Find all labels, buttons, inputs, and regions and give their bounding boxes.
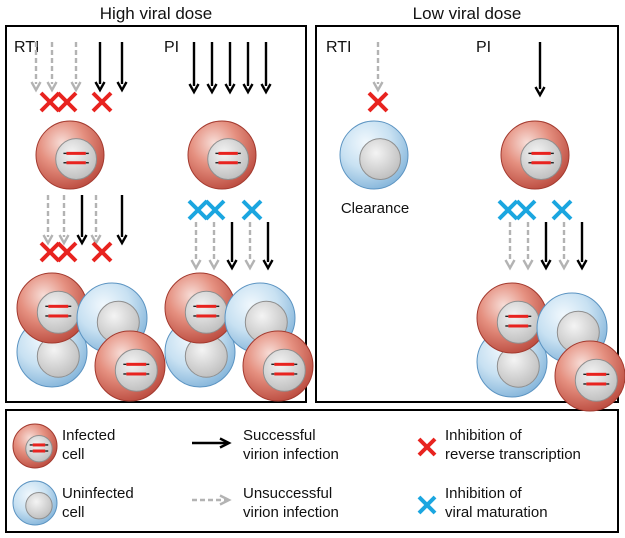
successful-arrow bbox=[116, 195, 128, 246]
successful-arrow bbox=[540, 222, 552, 271]
high-pi-label: PI bbox=[164, 39, 179, 56]
unsuccessful-arrow bbox=[42, 195, 54, 246]
low-dose-panel bbox=[315, 25, 619, 403]
cleared-uninfected-cell bbox=[339, 120, 409, 190]
infected-cell bbox=[187, 120, 257, 190]
infected-cell bbox=[476, 282, 548, 354]
inhibition-vm-mark bbox=[551, 199, 573, 221]
legend-panel bbox=[5, 409, 619, 533]
solid-black-arrow-icon bbox=[192, 437, 232, 449]
unsuccessful-arrow bbox=[558, 222, 570, 271]
high-rti-label: RTI bbox=[14, 39, 39, 56]
successful-arrow bbox=[576, 222, 588, 271]
high-pi-cell-cluster bbox=[164, 272, 314, 402]
successful-arrow bbox=[242, 42, 254, 95]
infected-cell bbox=[554, 340, 625, 412]
unsuccessful-arrow bbox=[30, 42, 42, 93]
unsuccessful-arrow bbox=[372, 42, 384, 93]
dashed-gray-arrow-icon bbox=[192, 494, 232, 506]
successful-arrow bbox=[224, 42, 236, 95]
successful-arrow bbox=[534, 42, 546, 98]
clearance-label: Clearance bbox=[341, 200, 409, 217]
unsuccessful-arrow bbox=[208, 222, 220, 271]
infected-cell bbox=[35, 120, 105, 190]
high-dose-title: High viral dose bbox=[100, 4, 212, 23]
unsuccessful-arrow bbox=[58, 195, 70, 246]
low-pi-cell-cluster bbox=[476, 282, 625, 412]
unsuccessful-arrow bbox=[46, 42, 58, 93]
successful-arrow bbox=[226, 222, 238, 271]
red-x-icon bbox=[417, 437, 437, 457]
unsuccessful-arrow bbox=[522, 222, 534, 271]
successful-arrow bbox=[94, 42, 106, 93]
successful-arrow bbox=[260, 42, 272, 95]
uninfected-cell-icon bbox=[12, 480, 58, 526]
low-pi-label: PI bbox=[476, 39, 491, 56]
blue-x-icon bbox=[417, 495, 437, 515]
inhibition-rt-mark bbox=[56, 241, 78, 263]
infected-cell bbox=[500, 120, 570, 190]
inhibition-rt-mark bbox=[39, 91, 61, 113]
successful-arrow bbox=[116, 42, 128, 93]
successful-arrow bbox=[188, 42, 200, 95]
high-rti-cell-cluster bbox=[16, 272, 166, 402]
inhibition-rt-mark bbox=[91, 241, 113, 263]
unsuccessful-arrow bbox=[244, 222, 256, 271]
inhibition-vm-mark bbox=[497, 199, 519, 221]
successful-arrow bbox=[206, 42, 218, 95]
inhibition-rt-mark bbox=[56, 91, 78, 113]
unsuccessful-arrow bbox=[504, 222, 516, 271]
inhibition-vm-mark bbox=[515, 199, 537, 221]
infected-cell bbox=[242, 330, 314, 402]
successful-arrow bbox=[76, 195, 88, 246]
infected-cell-icon bbox=[12, 423, 58, 469]
infected-cell bbox=[94, 330, 166, 402]
high-dose-panel bbox=[5, 25, 307, 403]
inhibition-vm-mark bbox=[241, 199, 263, 221]
infected-cell bbox=[164, 272, 236, 344]
inhibition-vm-mark bbox=[187, 199, 209, 221]
unsuccessful-arrow bbox=[190, 222, 202, 271]
successful-arrow bbox=[262, 222, 274, 271]
infected-cell bbox=[16, 272, 88, 344]
inhibition-rt-mark bbox=[39, 241, 61, 263]
unsuccessful-arrow bbox=[90, 195, 102, 246]
inhibition-vm-mark bbox=[204, 199, 226, 221]
inhibition-rt-mark bbox=[367, 91, 389, 113]
low-dose-title: Low viral dose bbox=[413, 4, 522, 23]
unsuccessful-arrow bbox=[70, 42, 82, 93]
inhibition-rt-mark bbox=[91, 91, 113, 113]
low-rti-label: RTI bbox=[326, 39, 351, 56]
